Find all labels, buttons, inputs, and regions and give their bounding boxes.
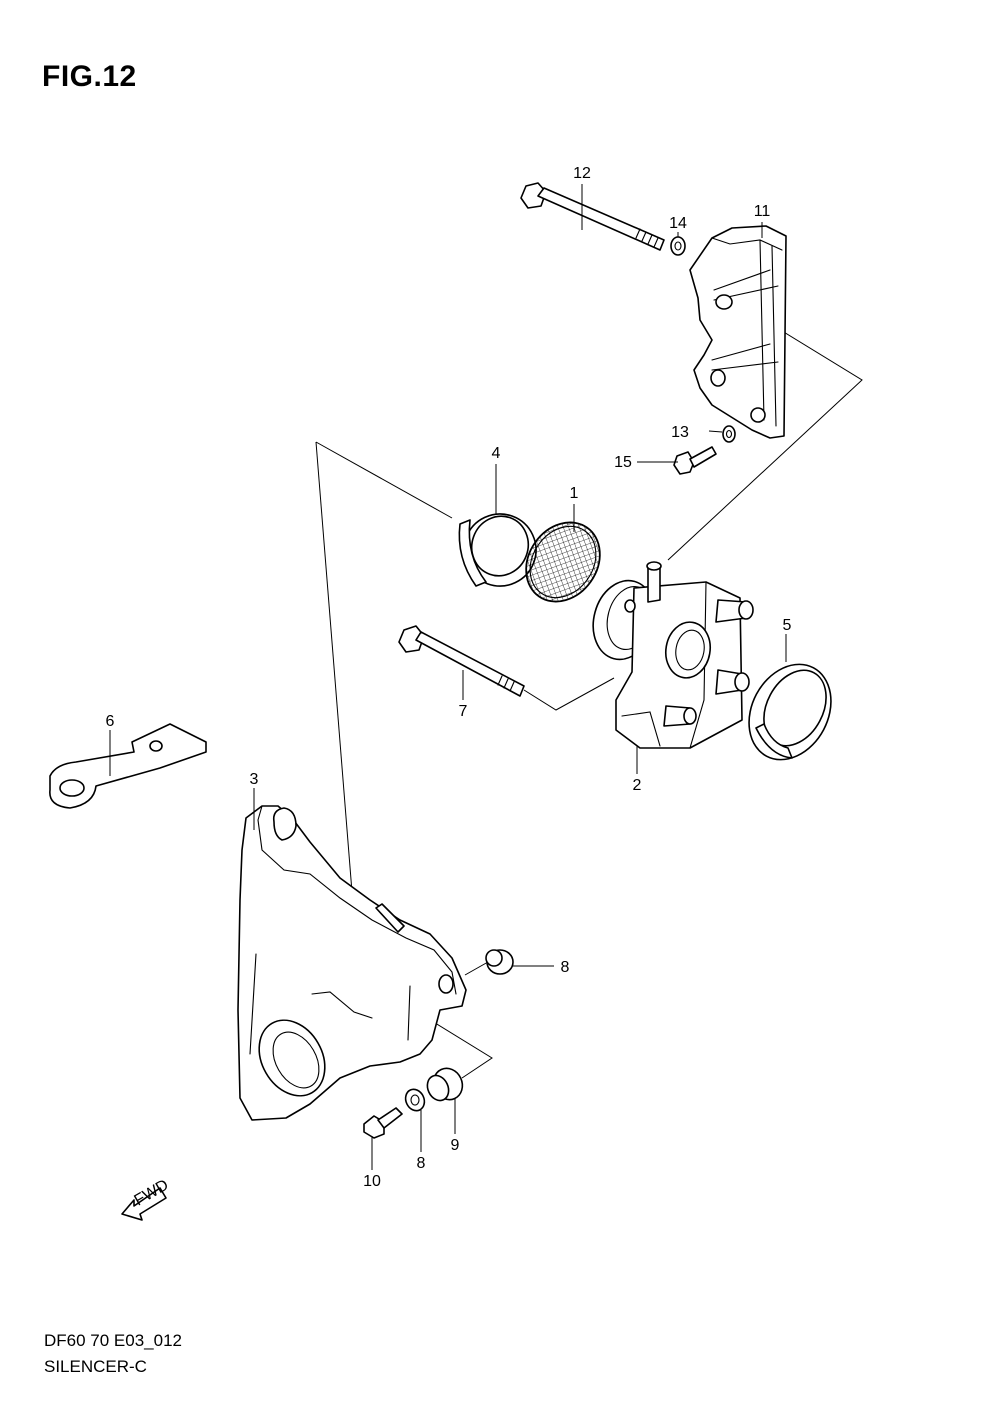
part-2-throttle-body[interactable] <box>585 561 754 749</box>
callout-8-upper: 8 <box>561 959 570 976</box>
callout-leaders <box>109 184 787 1170</box>
callout-14: 14 <box>669 215 687 232</box>
drawing-code: DF60 70 E03_012 <box>44 1331 182 1350</box>
callout-11: 11 <box>754 203 771 220</box>
section-name: SILENCER-C <box>44 1357 147 1376</box>
part-12-long-bolt[interactable] <box>520 182 665 251</box>
callout-10: 10 <box>363 1173 381 1190</box>
part-15-bolt[interactable] <box>673 446 717 475</box>
callout-2: 2 <box>633 777 642 794</box>
part-6-bracket-plate[interactable] <box>49 723 207 809</box>
part-9-grommet[interactable] <box>423 1064 467 1105</box>
callout-12: 12 <box>573 165 591 182</box>
callout-3: 3 <box>250 771 259 788</box>
callout-6: 6 <box>106 713 115 730</box>
forward-direction-arrow: FWD <box>121 1177 172 1221</box>
callout-5: 5 <box>783 617 792 634</box>
part-10-bolt[interactable] <box>363 1107 403 1139</box>
callout-1: 1 <box>570 485 579 502</box>
part-5-ring-seal[interactable] <box>733 650 847 774</box>
part-8-washer-lower[interactable] <box>402 1086 428 1114</box>
callout-7: 7 <box>459 703 468 720</box>
callout-8-lower: 8 <box>417 1155 426 1172</box>
callout-15: 15 <box>614 454 632 471</box>
callout-9: 9 <box>451 1137 460 1154</box>
part-13-washer[interactable] <box>722 425 736 443</box>
part-3-silencer-case[interactable] <box>237 805 467 1121</box>
part-11-mounting-bracket[interactable] <box>689 225 787 439</box>
callout-numbers: 12 14 11 13 15 4 1 5 7 6 2 3 8 8 9 10 <box>106 165 792 1190</box>
callout-4: 4 <box>492 445 501 462</box>
part-1-mesh-screen[interactable] <box>511 508 615 616</box>
part-14-washer[interactable] <box>670 236 686 256</box>
part-7-long-bolt[interactable] <box>398 625 525 697</box>
figure-title: FIG.12 <box>42 60 137 93</box>
callout-13: 13 <box>671 424 689 441</box>
part-8-grommet-upper[interactable] <box>485 949 514 975</box>
